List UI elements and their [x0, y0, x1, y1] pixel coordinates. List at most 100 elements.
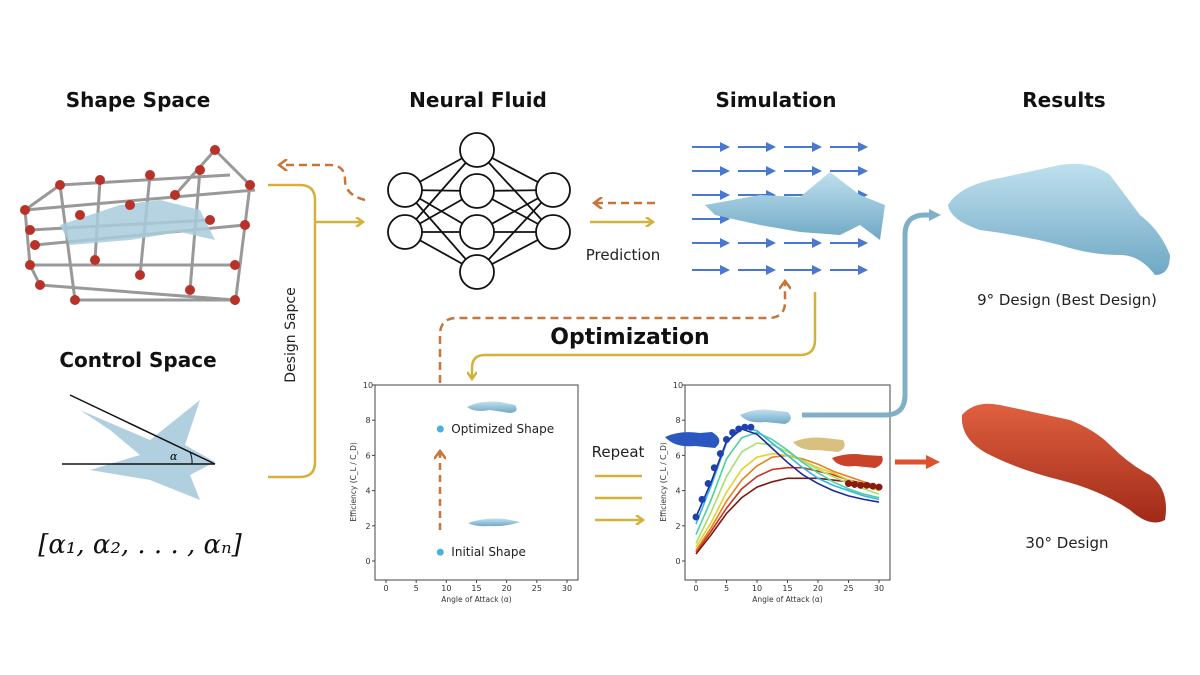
nn-node [535, 172, 571, 208]
wing-0deg [665, 432, 720, 448]
simulation-wing [705, 172, 885, 240]
x-axis-label: Angle of Attack (α) [441, 595, 512, 604]
x-tick-label: 25 [532, 584, 542, 593]
point-label: Initial Shape [451, 545, 526, 559]
x-tick-label: 10 [752, 584, 762, 593]
title-neural-fluid: Neural Fluid [409, 88, 547, 112]
initial-wing [468, 518, 520, 527]
red-data-point [851, 480, 859, 488]
point-label: Optimized Shape [451, 422, 554, 436]
design-space-bracket [268, 183, 317, 479]
red-data-point [845, 480, 852, 488]
nn-node [459, 173, 495, 209]
x-tick-label: 20 [813, 584, 823, 593]
blue-data-point [729, 429, 737, 437]
lattice-nodes [20, 145, 255, 305]
series-line-orange [695, 454, 880, 551]
red-data-point [863, 481, 871, 489]
nn-node [535, 214, 571, 250]
control-vector: [α₁, α₂, . . . , αₙ] [38, 530, 242, 560]
nn-node [459, 132, 495, 168]
optimized-wing [467, 401, 517, 413]
lattice-node [25, 225, 35, 235]
y-axis-label: Efficiency (C_L / C_D) [349, 442, 358, 522]
wing-30deg [832, 454, 883, 468]
lattice-node [35, 280, 45, 290]
y-axis-label: Efficiency (C_L / C_D) [659, 442, 668, 522]
blue-data-point [741, 423, 749, 431]
nn-node [459, 214, 495, 250]
result-30-label: 30° Design [1025, 534, 1108, 552]
title-control-space: Control Space [59, 348, 216, 372]
blue-data-point [698, 495, 706, 503]
lattice-node [145, 170, 155, 180]
optimization-arrow [472, 292, 817, 378]
lattice-node [245, 180, 255, 190]
y-tick-label: 10 [363, 381, 373, 390]
nn-node [387, 214, 423, 250]
blue-data-point [747, 423, 755, 431]
nn-node [387, 172, 423, 208]
title-shape-space: Shape Space [66, 88, 211, 112]
lattice-node [195, 165, 205, 175]
y-tick-label: 6 [365, 451, 370, 460]
red-data-point [875, 483, 883, 491]
x-tick-label: 5 [414, 584, 419, 593]
x-tick-label: 5 [724, 584, 729, 593]
data-point [436, 548, 444, 556]
result-wing-30 [961, 403, 1166, 523]
design-space-label: Design Sapce [283, 287, 299, 382]
lattice-node [210, 145, 220, 155]
blue-data-point [723, 436, 730, 444]
red-data-point [857, 481, 865, 489]
lattice-node [185, 285, 195, 295]
blue-data-point [710, 464, 718, 472]
prediction-label: Prediction [586, 246, 661, 264]
repeat-label: Repeat [592, 443, 645, 461]
y-tick-label: 10 [673, 381, 683, 390]
lattice-node [30, 240, 40, 250]
nn-node [459, 254, 495, 290]
lattice-node [240, 220, 250, 230]
y-tick-label: 8 [365, 416, 370, 425]
y-tick-label: 0 [675, 557, 680, 566]
y-tick-label: 4 [675, 487, 680, 496]
series-line-blue [695, 428, 880, 518]
lattice-node [135, 270, 145, 280]
blue-data-point [692, 513, 700, 521]
wing-15deg [793, 437, 845, 452]
series-line-cyan [695, 426, 880, 525]
nn-edge [404, 189, 478, 273]
y-tick-label: 2 [675, 522, 680, 531]
y-tick-label: 8 [675, 416, 680, 425]
series-line-green [695, 431, 880, 535]
nn-edge [476, 189, 554, 273]
best-design-arrow [802, 209, 941, 418]
wing-9deg [740, 409, 791, 424]
x-tick-label: 25 [843, 584, 853, 593]
wing-in-lattice [60, 200, 215, 245]
data-point [436, 425, 444, 433]
lattice-node [55, 180, 65, 190]
blue-data-point [735, 425, 743, 433]
control-shape [62, 394, 216, 500]
repeat-arrows [595, 474, 642, 520]
result-wing-best [948, 163, 1170, 275]
x-tick-label: 0 [383, 584, 388, 593]
lattice-node [125, 200, 135, 210]
lattice-node [90, 255, 100, 265]
y-tick-label: 2 [365, 522, 370, 531]
lattice-node [95, 175, 105, 185]
red-data-point [869, 482, 877, 490]
title-simulation: Simulation [715, 88, 836, 112]
neural-network-icon [387, 132, 571, 290]
title-results: Results [1022, 88, 1105, 112]
x-tick-label: 10 [441, 584, 451, 593]
lattice-node [230, 260, 240, 270]
x-tick-label: 15 [782, 584, 792, 593]
y-tick-label: 6 [675, 451, 680, 460]
lattice-node [75, 210, 85, 220]
